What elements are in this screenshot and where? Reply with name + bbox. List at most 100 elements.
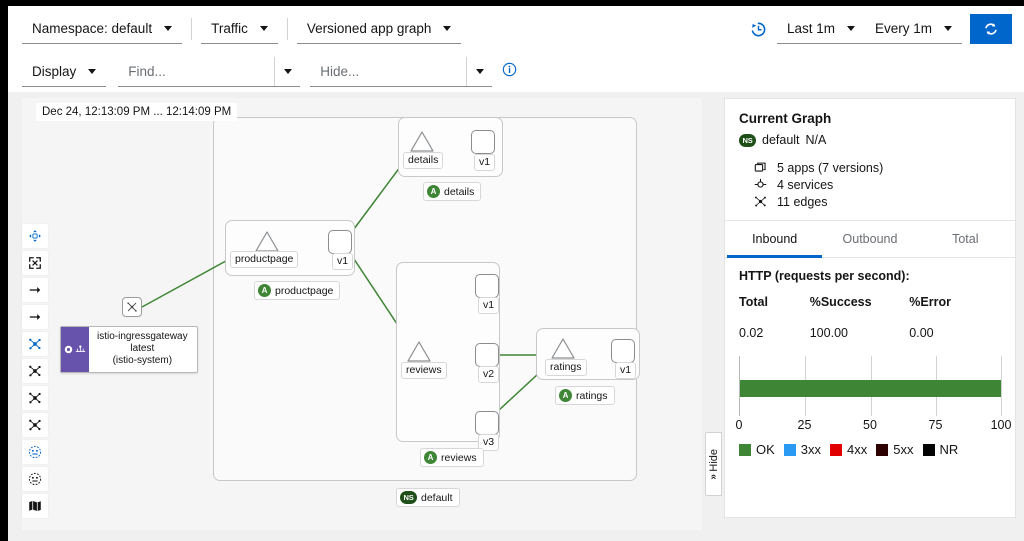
legend-item-ok[interactable]: OK [739, 442, 775, 457]
traffic-direction-tabs: Inbound Outbound Total [725, 221, 1015, 258]
app-badge-icon: A [427, 185, 440, 198]
graph-type-selector[interactable]: Versioned app graph [296, 13, 462, 44]
tab-outbound[interactable]: Outbound [842, 232, 898, 246]
layout-cola-icon[interactable] [22, 386, 48, 410]
tab-inbound[interactable]: Inbound [727, 221, 823, 258]
toggle-legend-icon[interactable] [22, 440, 48, 464]
app-group-badge-ratings: A ratings [555, 386, 615, 405]
time-range-selector[interactable]: Last 1m [776, 14, 865, 44]
ingress-gateway-namespace: (istio-system) [112, 355, 173, 366]
chevron-down-icon [283, 68, 292, 74]
toggle-minimap-icon[interactable] [22, 467, 48, 491]
legend-item-nr[interactable]: NR [922, 442, 958, 457]
layout-breadth-first-icon[interactable] [22, 413, 48, 437]
service-node-reviews[interactable] [405, 339, 433, 365]
gateway-icon [75, 345, 86, 352]
refresh-interval-selector[interactable]: Every 1m [864, 14, 962, 44]
workload-node-details-v1[interactable] [471, 130, 495, 154]
stat-edges-text: 11 edges [777, 194, 828, 209]
metrics-value-total: 0.02 [739, 326, 764, 340]
workload-node-reviews-v2[interactable] [475, 343, 499, 367]
map-icon[interactable] [22, 494, 48, 518]
fit-to-screen-icon[interactable] [22, 251, 48, 275]
info-circle-icon[interactable] [502, 62, 517, 82]
summary-namespace-row: NS default N/A [739, 133, 1001, 147]
namespace-badge-icon: NS [400, 491, 417, 504]
chevron-down-icon [944, 26, 952, 31]
legend-label-5xx: 5xx [893, 442, 914, 457]
chevron-double-right-icon: » [708, 473, 719, 480]
graph-canvas[interactable]: Dec 24, 12:13:09 PM ... 12:14:09 PM [22, 98, 702, 530]
app-group-label-details: details [444, 185, 475, 198]
workload-node-label-reviews-v2: v2 [478, 366, 500, 383]
metrics-col-success: %Success [809, 295, 872, 309]
ingress-gateway-badge [61, 327, 89, 372]
graph-time-range-label: Dec 24, 12:13:09 PM ... 12:14:09 PM [36, 103, 238, 121]
legend-label-ok: OK [756, 442, 775, 457]
metrics-value-success: 100.00 [809, 326, 848, 340]
ingress-gateway-node[interactable] [122, 297, 142, 317]
namespace-selector-label: Namespace: default [32, 20, 153, 36]
hide-dropdown-toggle[interactable] [466, 56, 492, 86]
legend-label-3xx: 3xx [800, 442, 822, 457]
namespace-selector[interactable]: Namespace: default [22, 13, 183, 44]
summary-namespace-value: N/A [805, 133, 827, 147]
http-distribution-chart: 0 25 50 75 100 [736, 356, 1011, 434]
layout-dagre-icon[interactable] [22, 332, 48, 356]
collapse-right-icon[interactable] [22, 305, 48, 329]
display-menu-button[interactable]: Display [22, 56, 107, 87]
toolbar-divider [286, 17, 288, 40]
legend-swatch-5xx [876, 443, 889, 456]
hide-side-panel-tab[interactable]: Hide » [705, 432, 722, 496]
find-dropdown-toggle[interactable] [274, 56, 300, 86]
chart-xtick-50: 50 [863, 418, 877, 432]
ingress-gateway-tooltip[interactable]: istio-ingressgateway latest (istio-syste… [60, 326, 198, 373]
workload-node-reviews-v1[interactable] [475, 274, 499, 298]
chart-bar-ok[interactable] [740, 380, 1001, 397]
find-input[interactable] [118, 57, 275, 85]
toolbar-divider [191, 17, 193, 40]
tab-total[interactable]: Total [952, 232, 979, 246]
refresh-interval-label: Every 1m [874, 21, 932, 36]
chevron-down-icon [475, 68, 484, 74]
panel-divider [725, 220, 1015, 221]
graph-toolbar-rail [22, 224, 48, 518]
legend-swatch-ok [739, 443, 751, 456]
find-control [118, 56, 301, 87]
layout-grid-icon[interactable] [22, 359, 48, 383]
legend-swatch-nr [922, 443, 935, 456]
stat-edges: 11 edges [739, 193, 1001, 210]
namespace-badge-default: NS default [396, 488, 460, 507]
service-node-ratings[interactable] [549, 336, 577, 362]
chevron-down-icon [259, 25, 268, 31]
summary-header: Current Graph NS default N/A 5 apps (7 v… [725, 99, 1015, 220]
workload-node-reviews-v3[interactable] [475, 411, 499, 435]
secondary-toolbar: Display [8, 51, 1024, 124]
drag-pan-icon[interactable] [22, 224, 48, 248]
circle-dot-icon [64, 345, 73, 354]
workload-node-label-reviews-v1: v1 [478, 297, 500, 314]
display-menu-label: Display [32, 63, 77, 79]
legend-item-5xx[interactable]: 5xx [876, 442, 914, 457]
workload-node-ratings-v1[interactable] [611, 339, 635, 363]
ingress-gateway-text: istio-ingressgateway latest (istio-syste… [89, 327, 197, 372]
legend-swatch-4xx [830, 443, 843, 456]
hide-tab-label: Hide [707, 448, 720, 472]
replay-history-icon[interactable] [750, 21, 767, 38]
traffic-selector[interactable]: Traffic [201, 13, 278, 44]
app-badge-icon: A [258, 284, 271, 297]
legend-item-3xx[interactable]: 3xx [783, 442, 822, 457]
app-badge-icon: A [559, 389, 572, 402]
chart-xtick-100: 100 [990, 418, 1012, 432]
kiali-graph-page: Namespace: default Traffic Versioned app… [8, 6, 1024, 541]
chart-legend: OK 3xx 4xx 5xx NR [739, 442, 1001, 457]
refresh-button[interactable] [970, 14, 1012, 44]
chart-xtick-75: 75 [928, 418, 943, 432]
legend-item-4xx[interactable]: 4xx [830, 442, 867, 457]
service-node-details[interactable] [408, 129, 436, 155]
workload-node-productpage-v1[interactable] [328, 230, 352, 254]
metrics-table: Total %Success %Error 0.02 100.00 0.00 [739, 295, 1001, 340]
stat-apps-text: 5 apps (7 versions) [777, 160, 884, 175]
expand-right-icon[interactable] [22, 278, 48, 302]
hide-input[interactable] [310, 57, 467, 85]
